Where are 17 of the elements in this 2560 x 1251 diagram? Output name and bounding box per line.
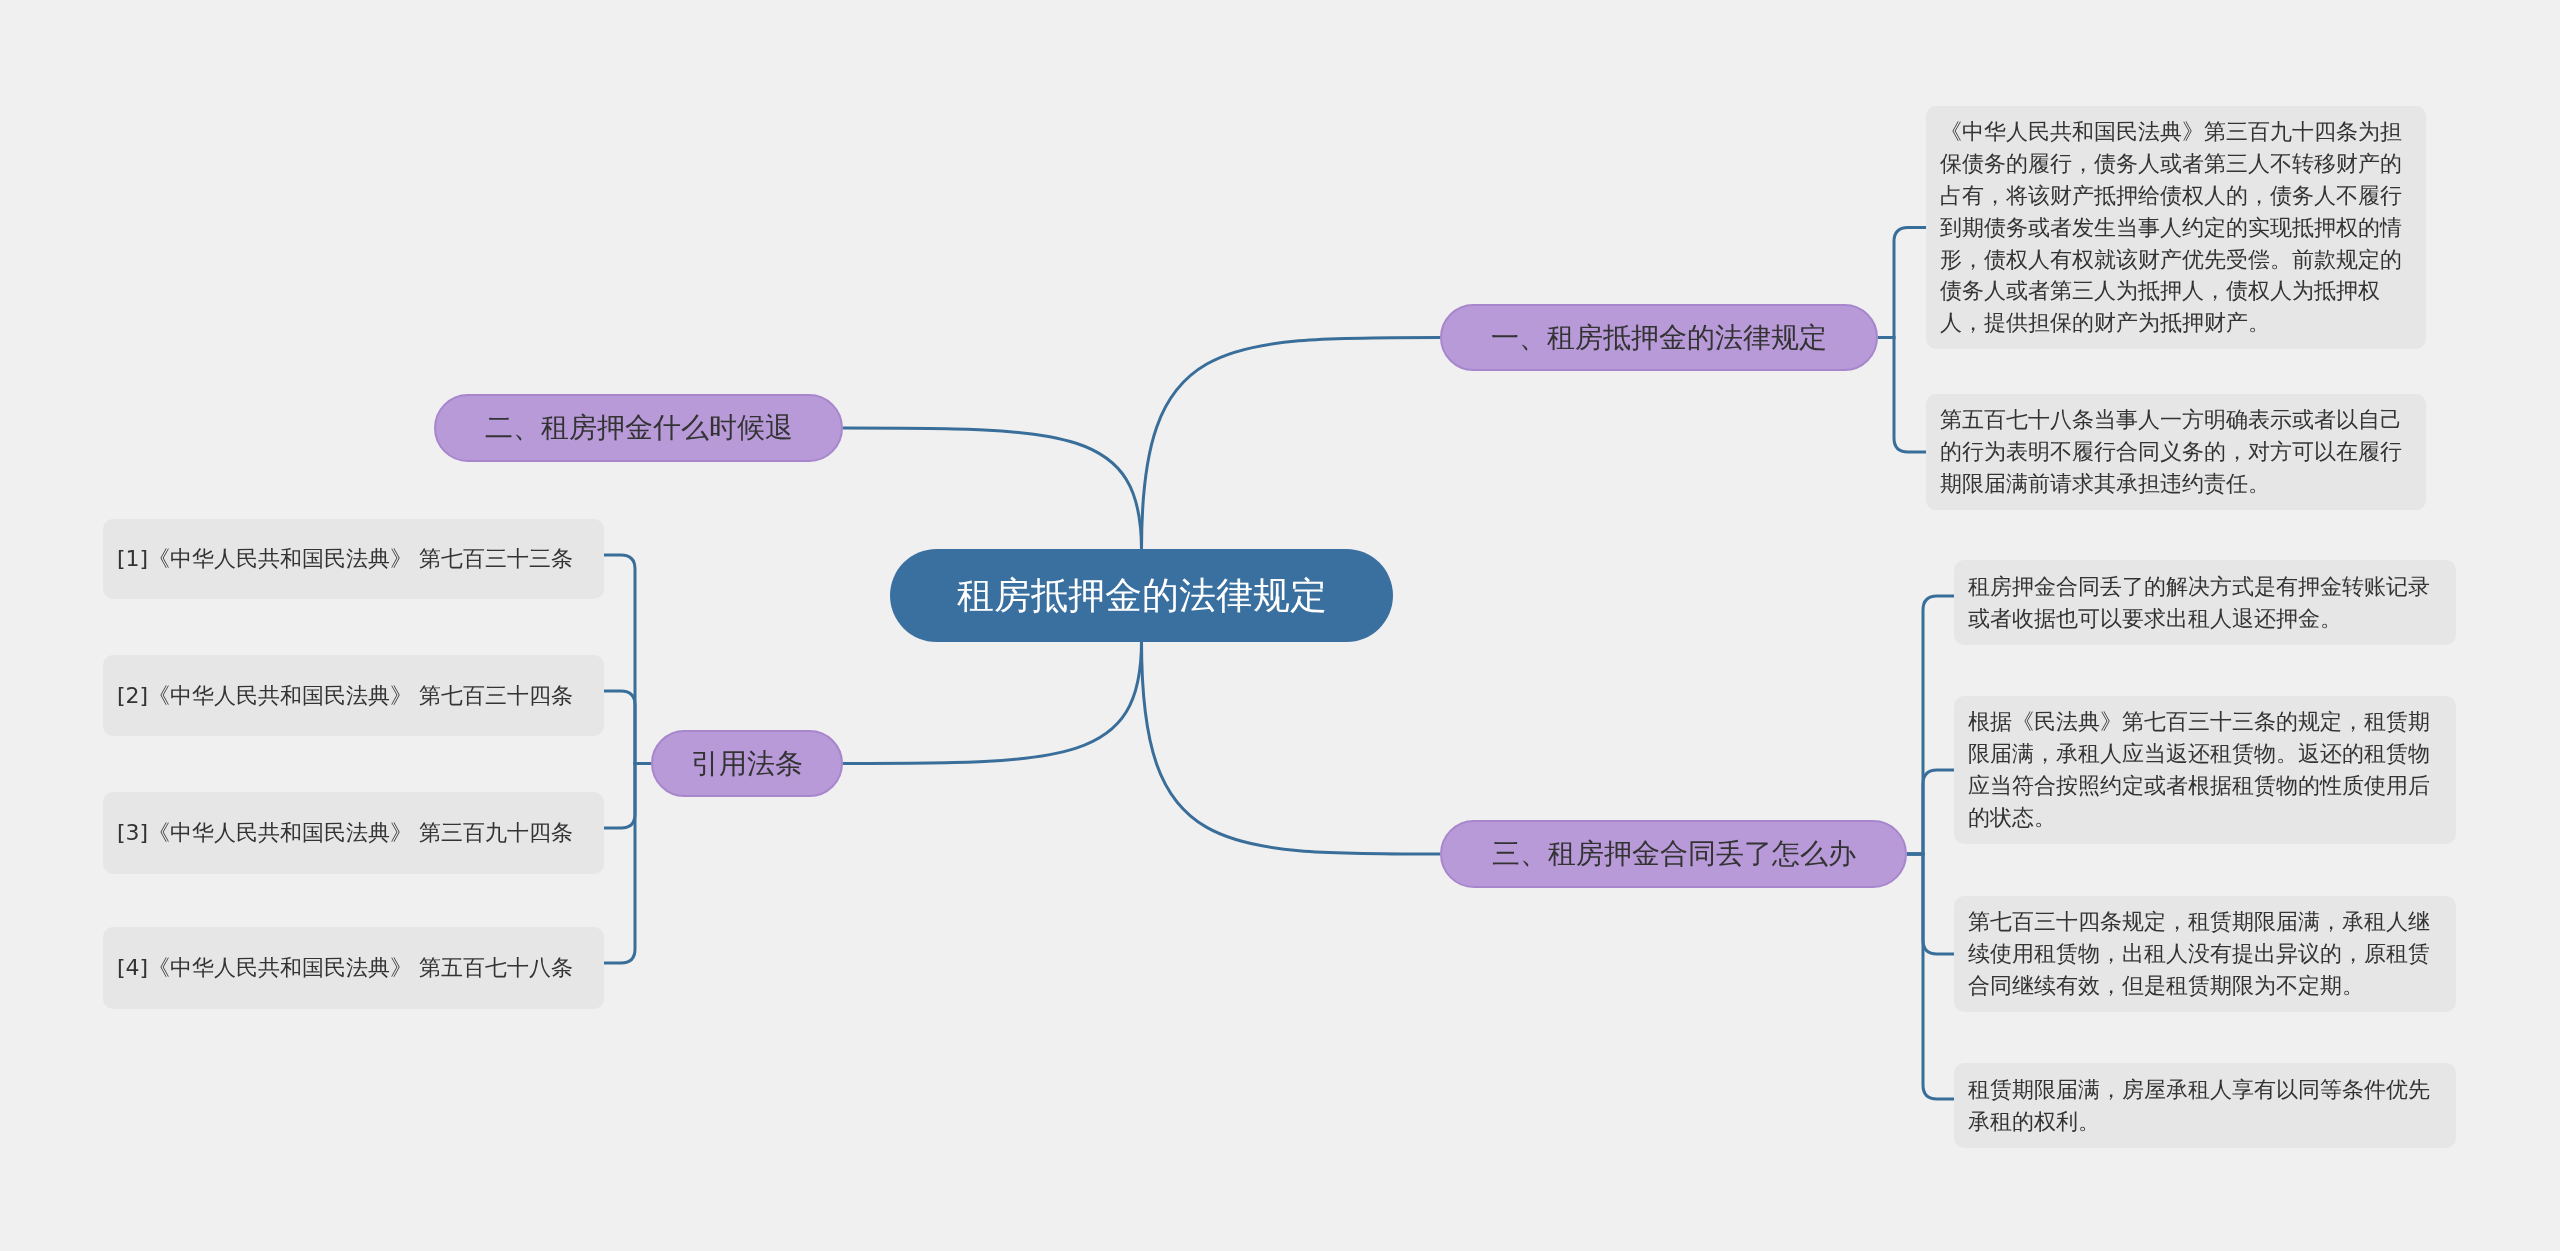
note-box: 第七百三十四条规定，租赁期限届满，承租人继续使用租赁物，出租人没有提出异议的，原租赁合同继续有效，但是租赁期限为不定期。 [1954,896,2456,1012]
topic-box: 一、租房抵押金的法律规定 [1440,304,1878,371]
connector-line [1140,640,1440,856]
central-topic-box: 租房抵押金的法律规定 [890,549,1393,642]
note-box: 租房押金合同丢了的解决方式是有押金转账记录或者收据也可以要求出租人退还押金。 [1954,560,2456,645]
topic-box: 引用法条 [651,730,843,797]
note-box: [2]《中华人民共和国民法典》 第七百三十四条 [103,655,604,736]
connector-line [843,426,1143,551]
note-box: [4]《中华人民共和国民法典》 第五百七十八条 [103,927,604,1009]
note-box: 根据《民法典》第七百三十三条的规定，租赁期限届满，承租人应当返还租赁物。返还的租赁物应当符合按照约定或者根据租赁物的性质使用后的状态。 [1954,696,2456,844]
note-box: [3]《中华人民共和国民法典》 第三百九十四条 [103,792,604,874]
note-box: 《中华人民共和国民法典》第三百九十四条为担保债务的履行，债务人或者第三人不转移财产的占有，将该财产抵押给债权人的，债务人不履行到期债务或者发生当事人约定的实现抵押权的情形，债权人有权就该财产优先受偿。前款规定的债务人或者第三人为抵押人，债权人为抵押权人，提供担保的财产为抵押财产。 [1926,106,2426,350]
note-box: [1]《中华人民共和国民法典》 第七百三十三条 [103,519,604,599]
note-box: 租赁期限届满，房屋承租人享有以同等条件优先承租的权利。 [1954,1063,2456,1148]
topic-box: 三、租房押金合同丢了怎么办 [1440,820,1907,888]
note-box: 第五百七十八条当事人一方明确表示或者以自己的行为表明不履行合同义务的，对方可以在履行期限届满前请求其承担违约责任。 [1926,394,2426,510]
topic-box: 二、租房押金什么时候退 [434,394,843,462]
